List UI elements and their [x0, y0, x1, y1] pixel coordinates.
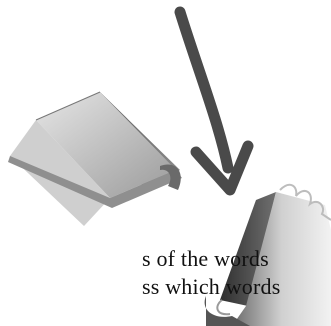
body-text-line-1: s of the words: [142, 246, 269, 272]
body-text-line-2: ss which words: [142, 274, 280, 300]
closed-book-icon: [8, 92, 182, 226]
curved-arrow-down-icon: [180, 12, 248, 190]
